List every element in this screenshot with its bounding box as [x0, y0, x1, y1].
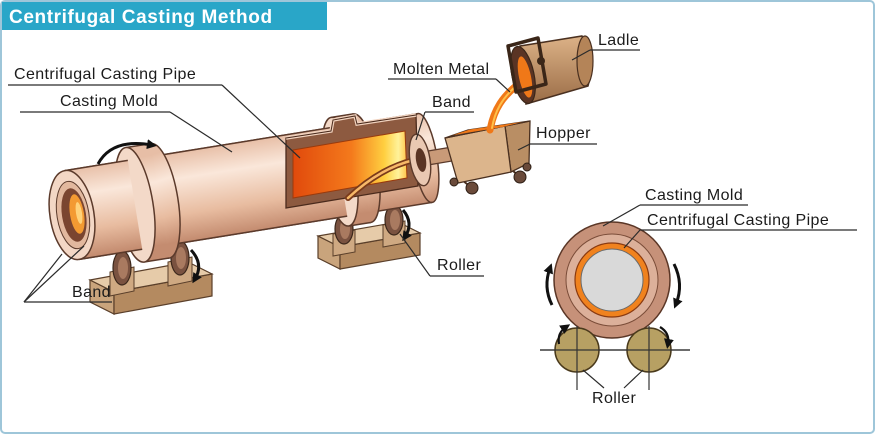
page-title: Centrifugal Casting Method [9, 7, 273, 28]
label-cross-section-casting-mold-text: Casting Mold [645, 187, 743, 204]
label-ladle-text: Ladle [598, 32, 639, 49]
label-cross-section-casting-pipe-text: Centrifugal Casting Pipe [647, 212, 829, 229]
hopper-wheel [513, 170, 527, 184]
label-cross-section-casting-pipe: Centrifugal Casting Pipe [623, 212, 857, 249]
mold-right-end-cap [408, 133, 453, 187]
roller-rotation-arrow-left [557, 324, 571, 345]
mold-cutaway [285, 113, 419, 209]
label-centrifugal-casting-pipe-text: Centrifugal Casting Pipe [14, 66, 196, 83]
label-band-right-text: Band [432, 94, 471, 111]
left-roller-back [167, 240, 193, 287]
label-molten-metal: Molten Metal [388, 61, 511, 93]
centrifugal-casting-pipe [292, 130, 408, 199]
title-banner: Centrifugal Casting Method [2, 2, 327, 30]
label-roller-text: Roller [437, 257, 481, 274]
label-cross-section-roller: Roller [582, 369, 644, 407]
label-band-left: Band [23, 245, 112, 303]
casting-mold [48, 112, 453, 263]
right-roller-front [332, 213, 356, 257]
label-centrifugal-casting-pipe: Centrifugal Casting Pipe [8, 66, 301, 159]
rotation-arrow-mold [96, 139, 157, 165]
label-cross-section-roller-text: Roller [592, 390, 636, 407]
label-band-right: Band [415, 94, 474, 141]
label-casting-mold-text: Casting Mold [60, 93, 158, 110]
label-band-left-text: Band [72, 284, 111, 301]
cross-section [540, 221, 690, 390]
label-roller: Roller [399, 233, 484, 277]
roller-rotation-arrow-right [659, 326, 674, 349]
mold-left-end-band [48, 169, 96, 261]
hopper-wheel [465, 181, 479, 195]
label-hopper: Hopper [517, 125, 597, 151]
rotation-arrow-left-roller [189, 248, 202, 284]
ladle-bail-handle [506, 36, 548, 94]
label-hopper-text: Hopper [536, 125, 591, 142]
cross-section-rotation-arrow-right [672, 263, 683, 309]
cross-section-rotation-arrow-left [543, 263, 554, 306]
right-roller-back [382, 204, 406, 248]
ladle [506, 35, 594, 105]
label-casting-mold: Casting Mold [20, 93, 233, 153]
label-ladle: Ladle [571, 32, 640, 61]
label-cross-section-casting-mold: Casting Mold [602, 187, 748, 227]
hopper [444, 120, 532, 195]
cross-section-bore [580, 248, 644, 312]
title-banner-background [2, 2, 327, 30]
label-molten-metal-text: Molten Metal [393, 61, 489, 78]
rotation-arrow-right-roller [401, 209, 412, 242]
molten-metal-stream [486, 82, 520, 134]
